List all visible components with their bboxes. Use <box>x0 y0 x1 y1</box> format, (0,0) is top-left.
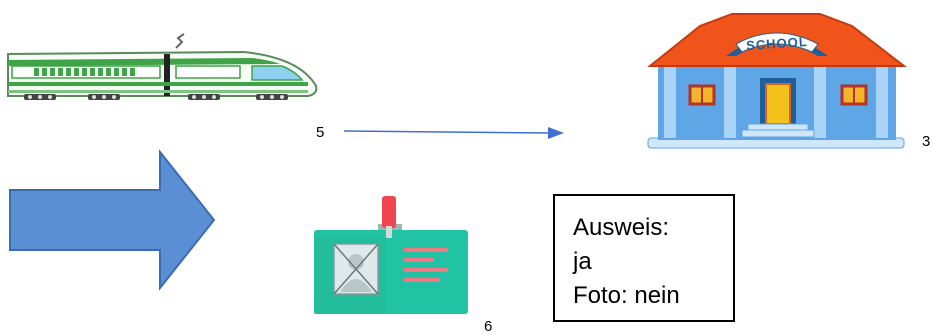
train-icon <box>7 33 318 100</box>
school-building-icon <box>647 13 907 149</box>
school-number-label: 3 <box>922 133 931 150</box>
school-sign-text: SCHOOL <box>746 34 809 53</box>
connector-arrow <box>343 127 564 139</box>
info-line-ausweis: Ausweis: <box>573 214 670 241</box>
info-line-foto: Foto: nein <box>573 282 680 309</box>
id-card-number-label: 6 <box>484 318 493 335</box>
right-arrow-icon <box>9 149 216 291</box>
id-card-icon <box>314 196 468 314</box>
info-box: Ausweis: ja Foto: nein <box>553 194 735 322</box>
train-number-label: 5 <box>316 124 325 141</box>
info-line-value: ja <box>573 248 592 275</box>
